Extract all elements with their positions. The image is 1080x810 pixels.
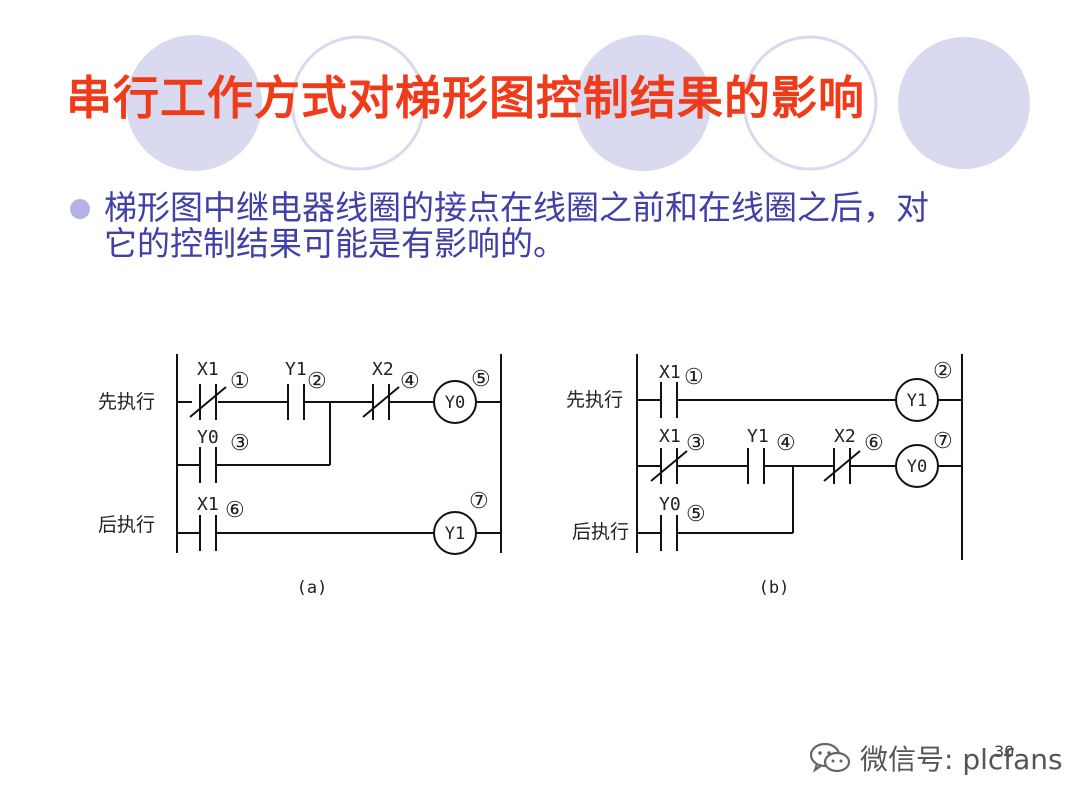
coil-label: Y0 — [907, 457, 927, 477]
label-later-exec: 后执行 — [572, 521, 629, 543]
contact-number: ④ — [776, 431, 796, 456]
coil-label: Y1 — [445, 524, 465, 544]
caption-b: (b) — [759, 578, 790, 598]
contact-number: ② — [307, 369, 327, 394]
contact-number: ⑥ — [225, 498, 245, 523]
contact-number: ⑥ — [864, 431, 884, 456]
slide-title: 串行工作方式对梯形图控制结果的影响 — [66, 71, 865, 125]
coil-number: ⑦ — [933, 429, 953, 454]
bullet-line-2: 它的控制结果可能是有影响的。 — [104, 224, 566, 263]
label-first-exec: 先执行 — [566, 389, 623, 411]
bullet-line-1: 梯形图中继电器线圈的接点在线圈之前和在线圈之后，对 — [104, 188, 929, 227]
contact-number: ③ — [230, 431, 250, 456]
contact-number: ⑤ — [686, 502, 706, 527]
coil-y0 — [433, 380, 477, 424]
ladder-diagram-b-wires — [636, 354, 963, 560]
contact-nc-x2 — [823, 448, 861, 484]
coil-label: Y1 — [907, 391, 927, 411]
coil-number: ⑤ — [471, 367, 491, 392]
decor-bubble — [575, 35, 711, 171]
contact-no-x1 — [660, 382, 678, 418]
contact-label: Y0 — [659, 494, 681, 515]
coil-y1 — [895, 378, 939, 422]
contact-number: ① — [684, 365, 704, 390]
contact-label: Y1 — [747, 426, 769, 447]
contact-label: X2 — [834, 426, 856, 447]
coil-number: ⑦ — [469, 489, 489, 514]
contact-label: X1 — [197, 494, 219, 515]
decor-bubble — [898, 37, 1030, 169]
contact-label: X1 — [197, 359, 219, 380]
decor-bubble-outline — [742, 35, 878, 171]
contact-no-y0 — [660, 515, 678, 551]
contact-number: ① — [230, 369, 250, 394]
contact-label: Y1 — [285, 359, 307, 380]
contact-label: Y0 — [197, 427, 219, 448]
coil-y0 — [895, 444, 939, 488]
contact-nc-x1 — [189, 384, 227, 420]
contact-no-y0 — [199, 447, 217, 483]
contact-no-x1 — [199, 515, 217, 551]
contact-number: ③ — [686, 431, 706, 456]
ladder-diagram-a-wires — [176, 354, 502, 553]
bullet-point-icon — [70, 199, 90, 219]
decor-bubble-outline — [290, 35, 426, 171]
caption-a: (a) — [297, 578, 328, 598]
coil-number: ② — [933, 359, 953, 384]
contact-label: X1 — [659, 362, 681, 383]
contact-no-y1 — [747, 448, 765, 484]
contact-nc-x2 — [362, 384, 400, 420]
contact-label: X2 — [372, 359, 394, 380]
wechat-watermark: 微信号: plcfans — [808, 738, 1063, 778]
contact-label: X1 — [659, 426, 681, 447]
wechat-icon — [809, 742, 851, 773]
page-number: 30 — [994, 742, 1015, 761]
coil-y1 — [433, 511, 477, 555]
contact-number: ④ — [400, 369, 420, 394]
label-later-exec: 后执行 — [98, 514, 155, 536]
wechat-id-text: 微信号: plcfans — [860, 743, 1063, 776]
bullet-text: 梯形图中继电器线圈的接点在线圈之前和在线圈之后，对 它的控制结果可能是有影响的。 — [104, 190, 1024, 262]
contact-no-y1 — [287, 384, 305, 420]
coil-label: Y0 — [445, 393, 465, 413]
contact-nc-x1 — [650, 448, 688, 484]
decor-bubble — [126, 35, 262, 171]
label-first-exec: 先执行 — [98, 391, 155, 413]
